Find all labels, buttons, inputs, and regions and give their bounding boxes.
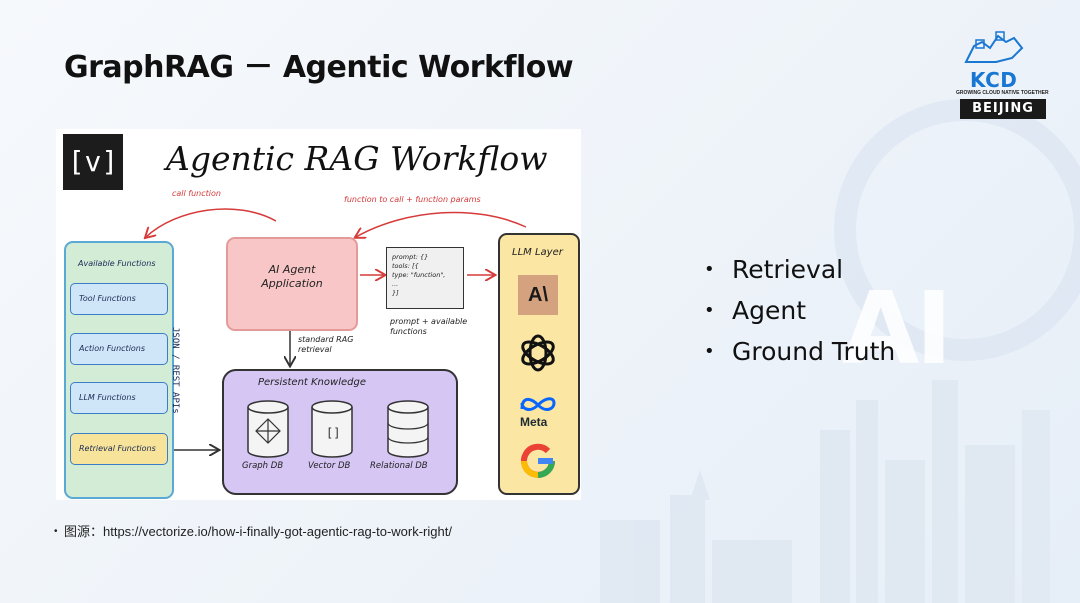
action-functions-box: Action Functions	[70, 333, 168, 365]
ai-watermark: AI	[842, 270, 953, 387]
vectorize-logo: [v]	[63, 134, 123, 190]
persistent-knowledge-header: Persistent Knowledge	[258, 377, 366, 388]
logo-city: BEIJING	[960, 99, 1046, 119]
retrieval-functions-box: Retrieval Functions	[70, 433, 168, 465]
llm-functions-box: LLM Functions	[70, 382, 168, 414]
svg-text:[]: []	[326, 426, 340, 440]
bullet-text: Ground Truth	[732, 337, 896, 366]
meta-label: Meta	[520, 415, 548, 429]
diagram-title: Agentic RAG Workflow	[166, 139, 548, 178]
bullet-ground-truth: • Ground Truth	[700, 334, 895, 375]
prompt-line: prompt: {}	[392, 253, 429, 261]
database-icons: []	[247, 400, 429, 458]
prompt-line: ...	[392, 280, 399, 288]
great-wall-icon	[964, 31, 1024, 63]
function-params-label: function to call + function params	[344, 195, 481, 204]
call-function-label: call function	[172, 189, 221, 198]
relational-db-label: Relational DB	[370, 461, 428, 471]
json-rest-label: JSON / REST APIs	[170, 327, 180, 414]
anthropic-logo-icon: A\	[518, 275, 558, 315]
logo-tagline: GROWING CLOUD NATIVE TOGETHER	[956, 90, 1049, 96]
bullet-agent: • Agent	[700, 293, 895, 334]
source-text: 图源：https://vectorize.io/how-i-finally-go…	[64, 524, 452, 539]
meta-logo-icon	[520, 397, 556, 411]
logo-wordmark: KCD	[970, 68, 1018, 92]
bullet-dot: •	[54, 526, 58, 537]
kcd-logo: KCD GROWING CLOUD NATIVE TOGETHER BEIJIN…	[952, 28, 1050, 124]
prompt-line: type: "function",	[392, 271, 446, 279]
llm-layer-header: LLM Layer	[512, 247, 563, 258]
bullet-dot: •	[704, 341, 715, 362]
ai-agent-box: AI Agent Application	[226, 237, 358, 331]
standard-rag-label: standard RAG retrieval	[298, 335, 354, 354]
ai-agent-label: AI Agent Application	[261, 263, 323, 290]
openai-logo-icon	[521, 334, 555, 372]
bullet-dot: •	[704, 259, 715, 280]
bullet-dot: •	[704, 300, 715, 321]
graph-db-label: Graph DB	[242, 461, 284, 471]
available-functions-header: Available Functions	[78, 259, 156, 268]
source-note: • 图源：https://vectorize.io/how-i-finally-…	[54, 518, 534, 545]
google-logo-icon	[521, 443, 555, 478]
prompt-caption: prompt + available functions	[390, 317, 468, 336]
prompt-line: }]	[392, 289, 399, 297]
agentic-rag-diagram: [v] Agentic RAG Workflow call function f…	[56, 129, 581, 500]
key-points-list: • Retrieval • Agent • Ground Truth	[700, 252, 895, 375]
vector-db-label: Vector DB	[308, 461, 351, 471]
bullet-text: Retrieval	[732, 255, 844, 284]
bullet-retrieval: • Retrieval	[700, 252, 895, 293]
tool-functions-box: Tool Functions	[70, 283, 168, 315]
diagram-arrows	[56, 208, 527, 500]
prompt-line: tools: [{	[392, 262, 419, 270]
prompt-card: prompt: {} tools: [{ type: "function", .…	[386, 247, 464, 309]
slide-title: GraphRAG － Agentic Workflow	[64, 50, 574, 85]
bullet-text: Agent	[732, 296, 806, 325]
